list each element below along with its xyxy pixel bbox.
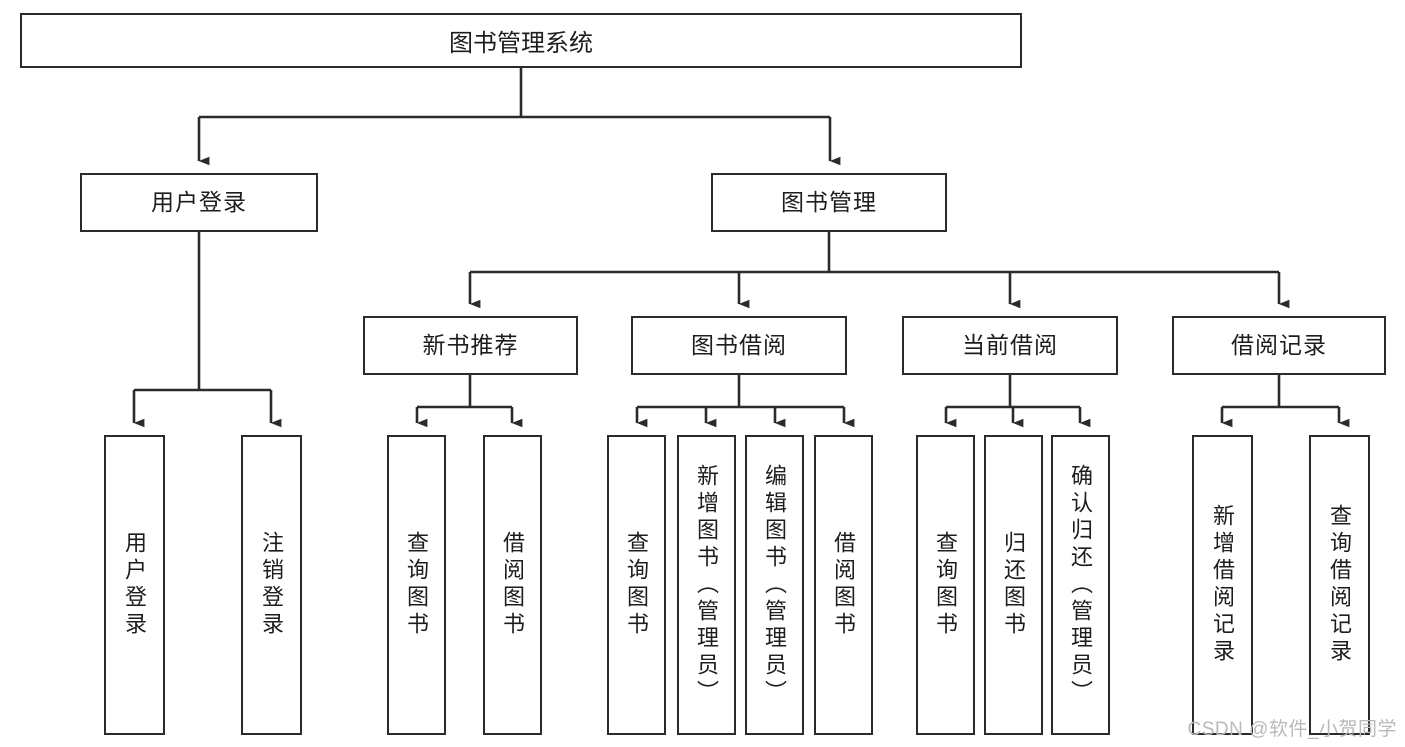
node-book-borrow[interactable]: 图书借阅 [631, 316, 847, 375]
node-borrow-record-label: 借阅记录 [1231, 331, 1327, 358]
leaf-borrow-book-recommend[interactable]: 借阅图书 [483, 435, 542, 735]
leaf-query-book-recommend[interactable]: 查询图书 [387, 435, 446, 735]
leaf-user-login-label: 用户登录 [122, 531, 148, 639]
leaf-add-book-admin-label: 新增图书（管理员） [694, 463, 720, 707]
leaf-borrow-book-recommend-label: 借阅图书 [500, 531, 526, 639]
leaf-confirm-return-admin-label: 确认归还（管理员） [1068, 463, 1094, 707]
leaf-query-borrow-record[interactable]: 查询借阅记录 [1309, 435, 1370, 735]
leaf-query-book-borrow[interactable]: 查询图书 [607, 435, 666, 735]
node-root-label: 图书管理系统 [449, 30, 593, 57]
node-new-book-recommend[interactable]: 新书推荐 [363, 316, 578, 375]
node-book-management-label: 图书管理 [781, 188, 877, 215]
leaf-borrow-book[interactable]: 借阅图书 [814, 435, 873, 735]
leaf-add-borrow-record[interactable]: 新增借阅记录 [1192, 435, 1253, 735]
leaf-query-book-current-label: 查询图书 [933, 531, 959, 639]
leaf-edit-book-admin-label: 编辑图书（管理员） [762, 463, 788, 707]
leaf-confirm-return-admin[interactable]: 确认归还（管理员） [1051, 435, 1110, 735]
leaf-query-borrow-record-label: 查询借阅记录 [1327, 504, 1353, 666]
node-user-login[interactable]: 用户登录 [80, 173, 318, 232]
node-new-book-recommend-label: 新书推荐 [422, 331, 519, 358]
leaf-logout-label: 注销登录 [259, 531, 285, 639]
leaf-query-book-current[interactable]: 查询图书 [916, 435, 975, 735]
leaf-return-book-label: 归还图书 [1001, 531, 1027, 639]
leaf-logout[interactable]: 注销登录 [241, 435, 302, 735]
node-book-management[interactable]: 图书管理 [711, 173, 947, 232]
leaf-add-borrow-record-label: 新增借阅记录 [1210, 504, 1236, 666]
leaf-query-book-borrow-label: 查询图书 [624, 531, 650, 639]
watermark: CSDN @软件_小贺同学 [1187, 719, 1397, 740]
leaf-add-book-admin[interactable]: 新增图书（管理员） [677, 435, 736, 735]
leaf-user-login[interactable]: 用户登录 [104, 435, 165, 735]
leaf-borrow-book-label: 借阅图书 [831, 531, 857, 639]
leaf-query-book-recommend-label: 查询图书 [404, 531, 430, 639]
node-user-login-label: 用户登录 [151, 188, 247, 215]
node-current-borrow-label: 当前借阅 [962, 331, 1058, 358]
leaf-return-book[interactable]: 归还图书 [984, 435, 1043, 735]
node-borrow-record[interactable]: 借阅记录 [1172, 316, 1386, 375]
node-book-borrow-label: 图书借阅 [691, 331, 787, 358]
node-current-borrow[interactable]: 当前借阅 [902, 316, 1118, 375]
node-root[interactable]: 图书管理系统 [20, 13, 1022, 68]
leaf-edit-book-admin[interactable]: 编辑图书（管理员） [745, 435, 804, 735]
